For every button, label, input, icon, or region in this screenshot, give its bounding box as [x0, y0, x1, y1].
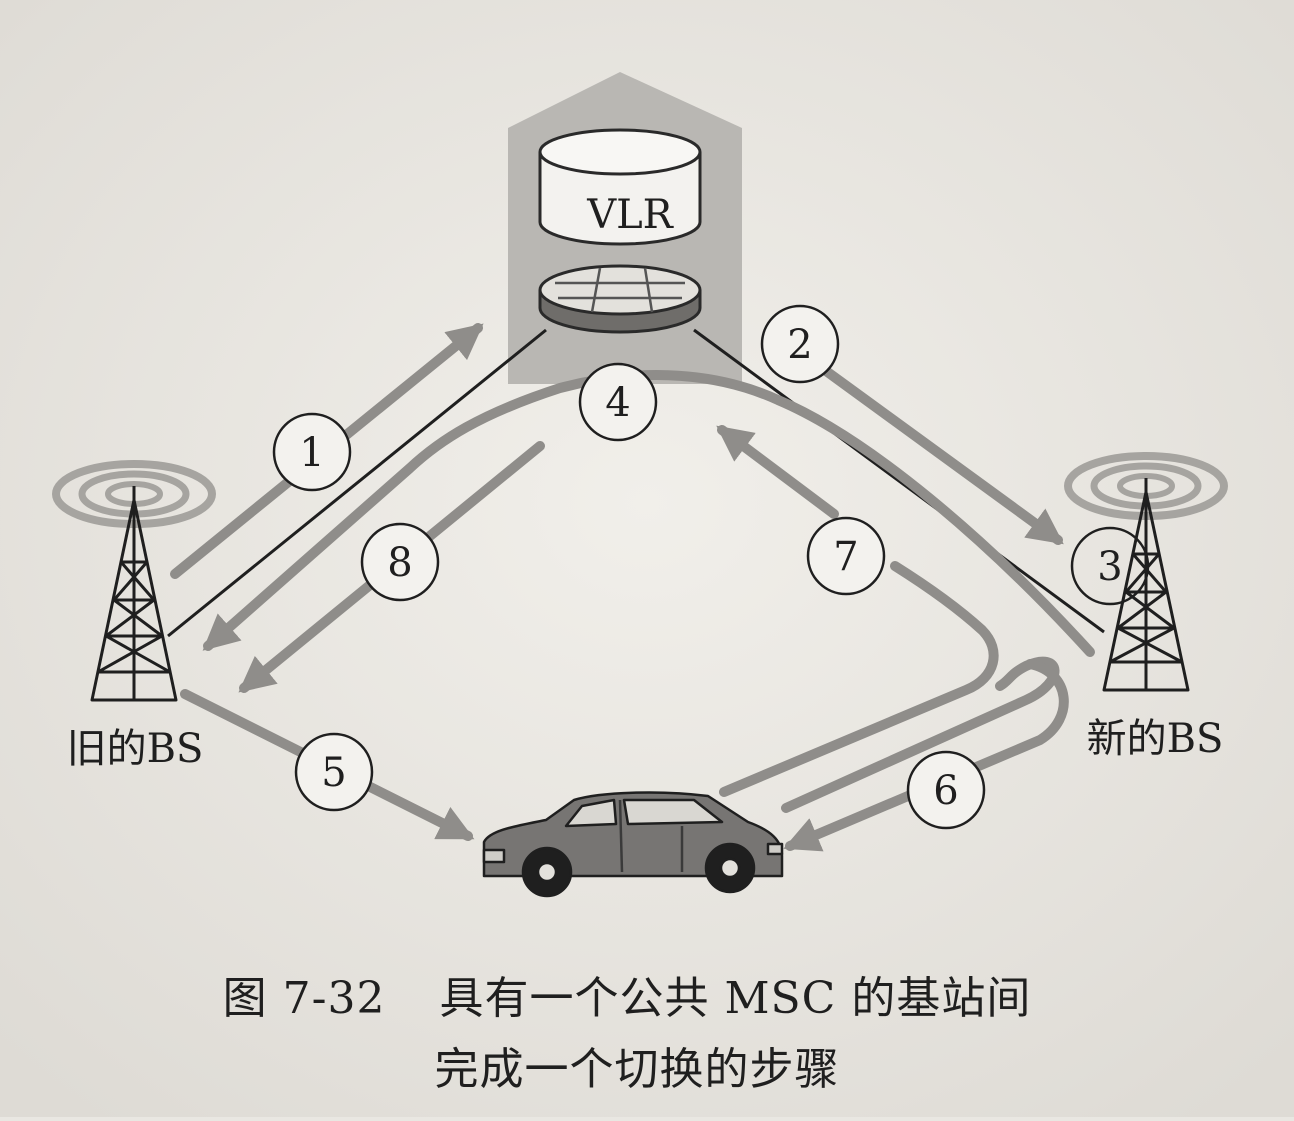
step-number: 7 — [833, 534, 858, 580]
arrow-step-7-head — [716, 425, 839, 519]
step-marker-7: 7 — [806, 516, 886, 596]
step-number: 8 — [387, 540, 412, 586]
step-circle — [272, 412, 352, 492]
link-msc-new-bs — [693, 328, 1105, 634]
step-markers: 1 2 3 4 5 6 7 8 — [272, 304, 1150, 830]
step-number: 5 — [321, 750, 346, 796]
figure-caption-line-2: 完成一个切换的步骤 — [0, 1033, 1284, 1097]
old-bs-label: 旧的BS — [67, 726, 204, 772]
figure-caption-line-1: 图 7-32 具有一个公共 MSC 的基站间 — [0, 962, 1274, 1026]
arrow-step-6 — [783, 659, 1069, 852]
old-bs-tower-icon — [52, 460, 216, 702]
step-circle — [760, 304, 840, 384]
step-number: 6 — [933, 768, 958, 814]
car-icon — [482, 791, 784, 898]
step-number: 1 — [299, 430, 324, 476]
vlr-label: VLR — [586, 192, 674, 238]
arrow-step-4 — [202, 370, 1095, 657]
step-circle — [1070, 526, 1150, 606]
step-number: 3 — [1097, 544, 1122, 590]
step-number: 4 — [605, 380, 630, 426]
arrow-step-2 — [817, 363, 1064, 545]
step-marker-4: 4 — [578, 362, 658, 442]
step-circle — [806, 516, 886, 596]
caption-text-1: 具有一个公共 MSC 的基站间 — [439, 973, 1032, 1024]
caption-text-2: 完成一个切换的步骤 — [434, 1044, 840, 1095]
step-circle — [360, 522, 440, 602]
new-bs-label: 新的BS — [1087, 716, 1224, 762]
step-marker-8: 8 — [360, 522, 440, 602]
vlr-database-icon — [538, 128, 702, 246]
step-marker-6: 6 — [906, 750, 986, 830]
msc-switch-icon — [538, 264, 702, 334]
step-circle — [578, 362, 658, 442]
step-number: 2 — [787, 322, 812, 368]
figure-number: 图 7-32 — [222, 973, 386, 1024]
step-circle — [294, 732, 374, 812]
step-marker-3: 3 — [1070, 526, 1150, 606]
step-marker-5: 5 — [294, 732, 374, 812]
link-msc-old-bs — [167, 328, 547, 638]
step-marker-2: 2 — [760, 304, 840, 384]
arrow-step-7-tail — [719, 561, 999, 797]
step-marker-1: 1 — [272, 412, 352, 492]
step-circle — [906, 750, 986, 830]
